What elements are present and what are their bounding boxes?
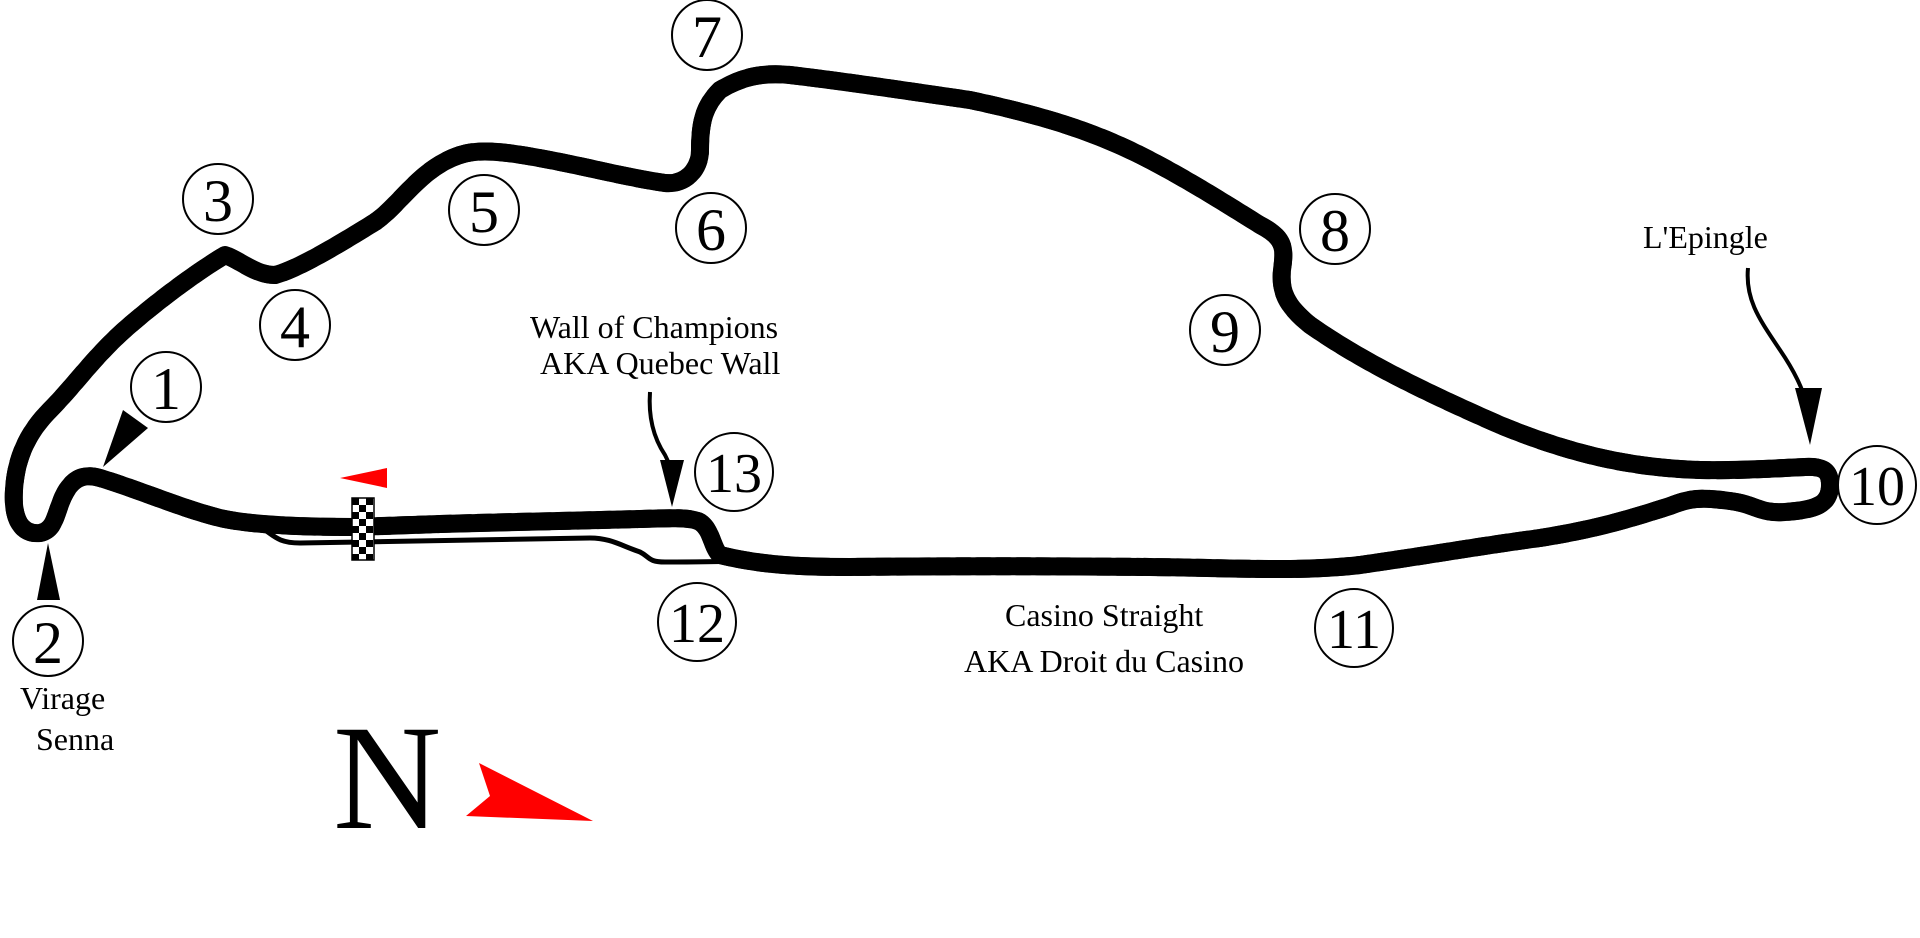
track-sector-2-outline	[451, 65, 1814, 480]
turn-12-circle	[657, 582, 737, 662]
turn-4-circle	[259, 289, 331, 361]
virage-senna-line-2: Senna	[36, 721, 114, 757]
turn-markers	[12, 0, 1917, 677]
track-sector-3	[355, 467, 1830, 569]
l-epingle-label: L'Epingle	[1643, 219, 1768, 255]
turn-10-label: 10	[1849, 456, 1905, 518]
turn-5-label: 5	[469, 179, 499, 245]
turn-numbers: 1 2 3 4 5 6 7 8 9 10 11 12 13	[33, 4, 1905, 676]
track-sector-1	[14, 155, 460, 533]
turn-1-label: 1	[151, 356, 181, 422]
turn-10-circle	[1837, 445, 1917, 525]
turn-11-label: 11	[1327, 599, 1381, 661]
turn-2-circle	[12, 605, 84, 677]
turn-6-circle	[675, 192, 747, 264]
track-sector-2	[460, 74, 1805, 470]
turn-3-label: 3	[203, 168, 233, 234]
wall-of-champions-line-1: Wall of Champions	[530, 309, 778, 345]
turn-13-label: 13	[706, 443, 762, 505]
turn-4-label: 4	[280, 294, 310, 360]
wall-of-champions-line-2: AKA Quebec Wall	[540, 345, 780, 381]
turn-8-label: 8	[1320, 198, 1350, 264]
l-epingle-arrow-icon	[1745, 267, 1807, 401]
north-letter: N	[333, 695, 441, 861]
turn-13-circle	[694, 432, 774, 512]
compass: N	[333, 695, 593, 861]
casino-straight-line-1: Casino Straight	[1005, 597, 1203, 633]
turn-5-circle	[448, 174, 520, 246]
turn-9-circle	[1189, 294, 1261, 366]
virage-senna-line-1: Virage	[20, 680, 105, 716]
turn-11-circle	[1314, 588, 1394, 668]
turn-3-circle	[182, 163, 254, 235]
pit-lane	[262, 527, 738, 565]
turn-8-circle	[1299, 193, 1371, 265]
turn-1-pointer-icon	[103, 410, 148, 467]
race-direction-icon	[340, 468, 387, 488]
turn-7-label: 7	[692, 4, 722, 70]
casino-straight-line-2: AKA Droit du Casino	[964, 643, 1244, 679]
turn-2-label: 2	[33, 610, 63, 676]
turn-7-circle	[671, 0, 743, 71]
checkered-flag-icon	[351, 497, 375, 561]
turn-2-pointer-icon	[37, 543, 60, 600]
turn-1-circle	[130, 351, 202, 423]
wall-of-champions-arrowhead-icon	[660, 460, 684, 507]
pointer-arrows	[37, 267, 1822, 600]
turn-12-label: 12	[669, 593, 725, 655]
turn-9-label: 9	[1210, 299, 1240, 365]
l-epingle-arrowhead-icon	[1795, 388, 1822, 445]
place-labels: Virage Senna Wall of Champions AKA Quebe…	[20, 219, 1768, 757]
turn-6-label: 6	[696, 197, 726, 263]
north-arrow-icon	[466, 763, 593, 821]
